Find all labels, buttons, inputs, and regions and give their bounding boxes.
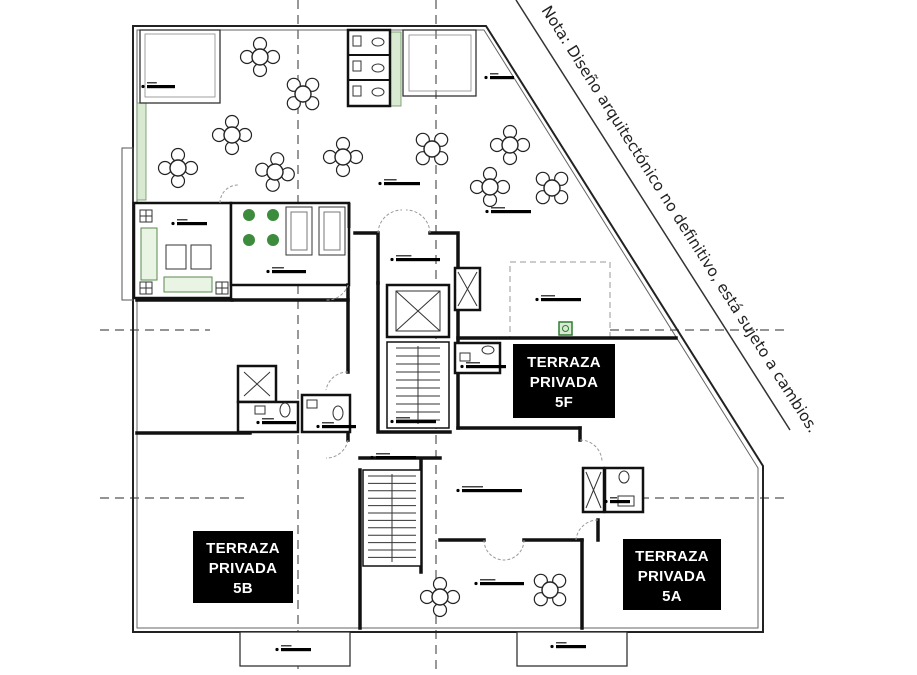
terrace-5a-line1: TERRAZA xyxy=(635,548,709,565)
elevators xyxy=(236,266,606,514)
annotation-tag xyxy=(456,486,522,493)
annotation-tags xyxy=(141,73,630,652)
terrace-5b-line1: TERRAZA xyxy=(206,540,280,557)
round-table xyxy=(286,77,320,111)
annotation-tag xyxy=(378,179,420,186)
building-outline xyxy=(121,0,791,667)
annotation-tag xyxy=(535,295,581,302)
annotation-tag xyxy=(370,453,416,460)
annotation-tag xyxy=(485,207,531,214)
door-swings xyxy=(219,184,603,561)
round-table xyxy=(419,576,461,618)
stairs xyxy=(362,341,450,567)
top-restrooms xyxy=(346,28,392,108)
round-table xyxy=(469,166,511,208)
annotation-tag xyxy=(171,219,207,226)
annotation-tag xyxy=(550,642,586,649)
annotation-tag xyxy=(266,267,306,274)
green-marker-icon xyxy=(558,321,573,336)
voids xyxy=(139,29,611,338)
round-table xyxy=(535,171,569,205)
terrace-5a-line2: PRIVADA xyxy=(638,568,707,585)
annotation-tag xyxy=(390,417,436,424)
round-table xyxy=(489,124,531,166)
bathrooms xyxy=(236,341,645,514)
annotation-tag xyxy=(460,362,506,369)
annotation-tag xyxy=(316,422,356,429)
annotation-tag xyxy=(390,255,440,262)
annotation-tag xyxy=(275,645,311,652)
annotation-tag xyxy=(484,73,514,80)
round-table xyxy=(322,136,364,178)
lounge-room xyxy=(132,201,233,300)
dining-tables xyxy=(157,36,569,618)
grid-lines xyxy=(100,0,790,675)
annotation-tag xyxy=(474,579,524,586)
round-table xyxy=(255,152,295,192)
terrace-5b-line3: 5B xyxy=(233,580,253,597)
annotation-tag xyxy=(604,497,630,504)
round-table xyxy=(415,132,449,166)
round-table xyxy=(239,36,281,78)
terrace-5f-line2: PRIVADA xyxy=(530,374,599,391)
terrace-label-5a: TERRAZA PRIVADA 5A xyxy=(623,539,721,610)
round-table xyxy=(533,573,567,607)
round-table xyxy=(211,114,253,156)
terrace-label-5b: TERRAZA PRIVADA 5B xyxy=(193,531,293,603)
terrace-label-5f: TERRAZA PRIVADA 5F xyxy=(513,344,615,418)
terrace-5a-line3: 5A xyxy=(662,588,682,605)
terrace-5f-line1: TERRAZA xyxy=(527,354,601,371)
round-table xyxy=(157,147,199,189)
terrace-5b-line2: PRIVADA xyxy=(209,560,278,577)
annotation-tag xyxy=(141,82,175,89)
terrace-5f-line3: 5F xyxy=(555,394,573,411)
annotation-tag xyxy=(256,418,296,425)
